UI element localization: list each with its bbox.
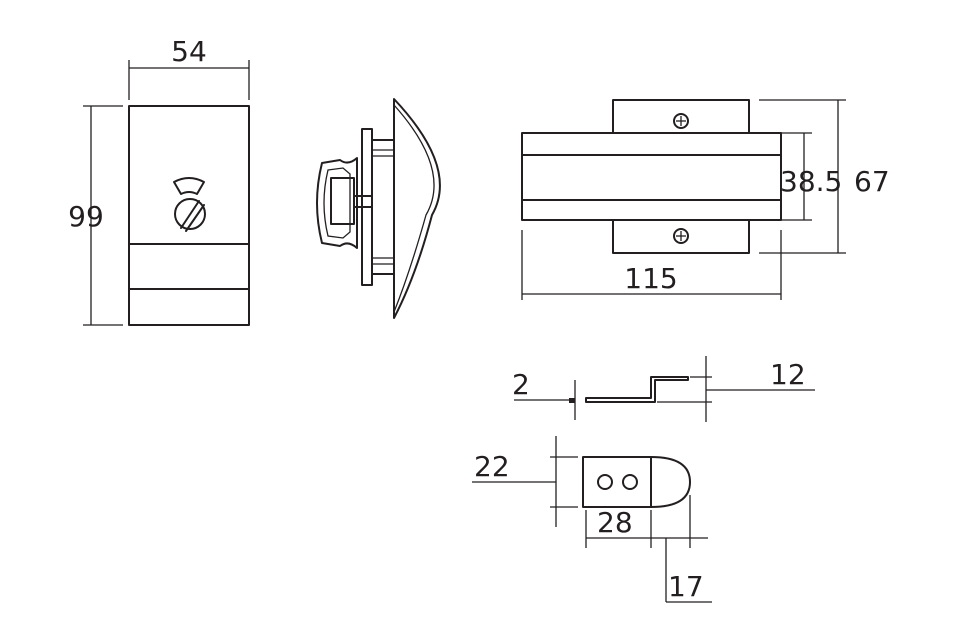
bracket-outline [582, 456, 691, 508]
dimension-front-width: 54 [128, 35, 250, 100]
front-height-label: 99 [68, 200, 104, 233]
front-body [128, 105, 250, 326]
top-view: 38.5 67 115 [521, 99, 890, 300]
dimension-top-outer-height: 67 [759, 99, 890, 254]
dimension-bracket-tab: 17 [651, 495, 712, 603]
front-width-label: 54 [171, 35, 207, 68]
plate-thickness-label: 2 [512, 368, 530, 401]
bracket-hole [622, 474, 638, 490]
dimension-top-length: 115 [521, 230, 782, 300]
dimension-top-inner-height: 38.5 [780, 132, 842, 221]
plate-profile-view: 2 12 [512, 356, 815, 422]
curved-cover [393, 98, 441, 319]
cover-inner-line [393, 104, 435, 313]
top-inner-height-label: 38.5 [780, 165, 842, 198]
plate-profile [585, 376, 689, 403]
dimension-plate-offset: 12 [657, 356, 815, 422]
bracket-height-label: 22 [474, 450, 510, 483]
top-length-label: 115 [624, 262, 677, 295]
top-body [521, 132, 782, 221]
plate-offset-label: 12 [770, 358, 806, 391]
dimension-bracket-length: 28 [585, 506, 652, 548]
screw-icon [673, 113, 689, 129]
dimension-bracket-height: 22 [472, 436, 578, 527]
handle-outline [316, 157, 358, 249]
top-outer-height-label: 67 [854, 165, 890, 198]
screw-icon [673, 228, 689, 244]
dimension-front-height: 99 [68, 105, 123, 326]
bracket-tab-label: 17 [668, 570, 704, 603]
side-view [316, 98, 441, 319]
bracket-length-label: 28 [597, 506, 633, 539]
front-view: 54 99 [68, 35, 250, 326]
bracket-hole [597, 474, 613, 490]
dimension-plate-thickness: 2 [512, 368, 576, 420]
slotted-knob-icon [174, 198, 206, 232]
indicator-window [173, 177, 205, 195]
bracket-plan-view: 22 28 17 [472, 436, 712, 603]
mounting-block [371, 139, 395, 275]
